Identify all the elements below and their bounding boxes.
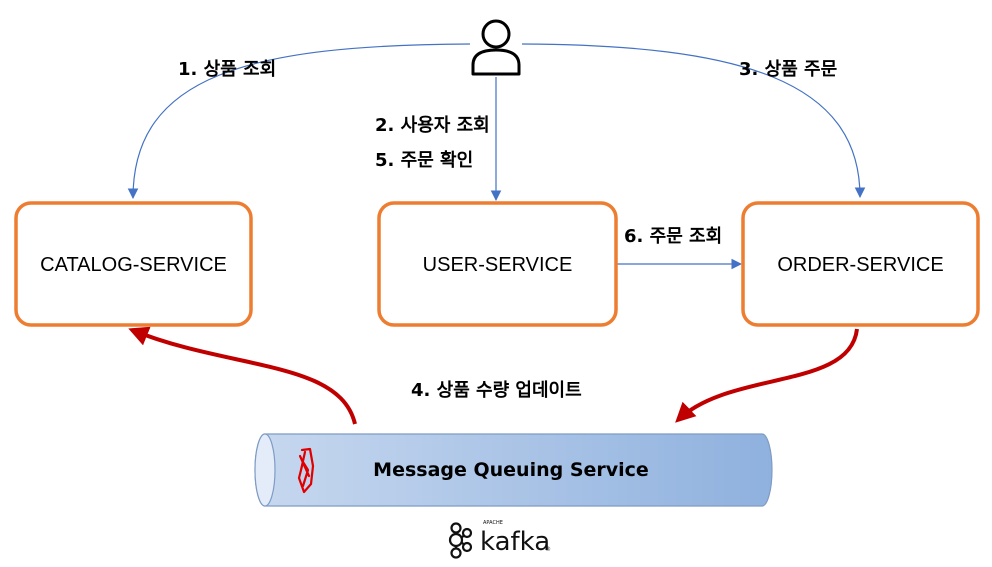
- user-service-label: USER-SERVICE: [423, 254, 573, 276]
- queue-label: Message Queuing Service: [373, 459, 649, 481]
- kafka-wordmark: kafka: [480, 527, 550, 557]
- step-6-label: 6. 주문 조회: [624, 226, 722, 247]
- step-4-label: 4. 상품 수량 업데이트: [411, 380, 582, 401]
- red-scribble: [297, 447, 315, 494]
- step-5-label: 5. 주문 확인: [375, 150, 473, 171]
- order-service-box: ORDER-SERVICE: [741, 201, 980, 327]
- arrow-queue-to-catalog: [128, 326, 357, 425]
- arrow-order-to-queue: [675, 328, 859, 423]
- arrow-user-to-order: [521, 43, 866, 199]
- user-icon: [471, 19, 521, 76]
- kafka-logo: APACHE kafka ®: [448, 520, 551, 559]
- order-service-label: ORDER-SERVICE: [777, 254, 943, 276]
- message-queue-cylinder: Message Queuing Service: [254, 433, 773, 507]
- step-3-label: 3. 상품 주문: [739, 59, 837, 80]
- user-service-box: USER-SERVICE: [377, 201, 618, 327]
- kafka-registered-mark: ®: [545, 546, 551, 553]
- step-1-label: 1. 상품 조회: [178, 59, 276, 80]
- arrow-user-to-catalog: [127, 43, 471, 200]
- step-2-label: 2. 사용자 조회: [375, 115, 490, 136]
- kafka-apache-text: APACHE: [483, 520, 503, 526]
- catalog-service-label: CATALOG-SERVICE: [40, 254, 227, 276]
- catalog-service-box: CATALOG-SERVICE: [14, 201, 253, 327]
